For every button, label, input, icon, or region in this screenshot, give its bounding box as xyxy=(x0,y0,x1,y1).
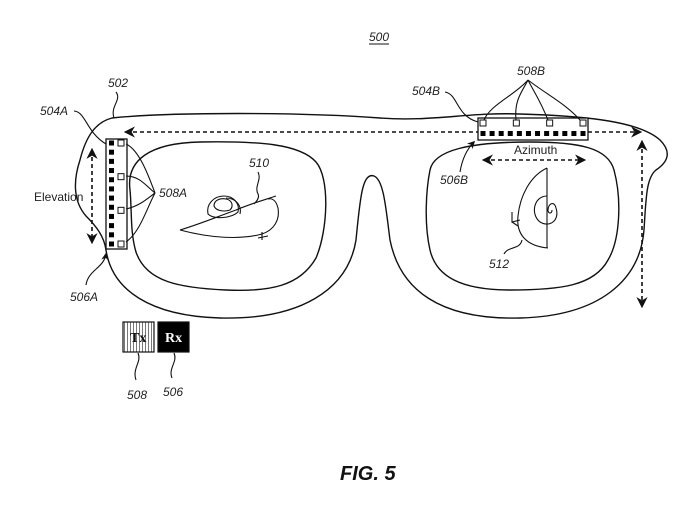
leader-506 xyxy=(170,352,176,379)
receiver-sensor xyxy=(571,131,577,136)
label-508: 508 xyxy=(127,388,147,402)
receiver-sensor xyxy=(498,131,504,136)
legend: Tx 508 Rx 506 xyxy=(122,321,190,402)
receiver-sensor xyxy=(109,195,114,201)
azimuth-label: Azimuth xyxy=(514,143,557,157)
label-508a: 508A xyxy=(159,186,187,200)
leader-510 xyxy=(253,171,260,205)
receiver-sensor xyxy=(109,232,114,238)
tx-symbol: Tx xyxy=(130,331,146,346)
receiver-sensor xyxy=(109,241,114,247)
transmitter-sensor xyxy=(117,240,125,248)
tx-swatch xyxy=(122,321,155,353)
sensor-array-left-housing xyxy=(105,138,128,250)
leader-508b-4 xyxy=(527,79,581,121)
ear-tick-mark xyxy=(511,212,521,227)
rx-swatch xyxy=(157,321,190,353)
receiver-sensor xyxy=(109,213,114,219)
transmitter-sensor xyxy=(479,119,487,127)
eye-pupil xyxy=(213,198,233,212)
receiver-sensor xyxy=(516,131,522,136)
receiver-sensor xyxy=(109,223,114,229)
leader-504b xyxy=(444,91,479,123)
receiver-sensor xyxy=(480,131,486,136)
leader-508b-1 xyxy=(483,79,529,121)
receiver-sensor xyxy=(109,149,114,155)
eye-upper-lid xyxy=(179,195,277,231)
transmitter-sensor xyxy=(117,206,125,214)
ear-outer xyxy=(517,167,549,249)
label-502: 502 xyxy=(108,76,128,90)
leader-508a-1 xyxy=(125,143,156,194)
label-504b: 504B xyxy=(412,84,440,98)
legend-tx: Tx 508 xyxy=(122,321,155,402)
figure-caption: FIG. 5 xyxy=(340,463,396,485)
leader-512 xyxy=(503,239,523,255)
rx-symbol: Rx xyxy=(165,331,182,346)
transmitter-sensor xyxy=(117,173,125,181)
ear-illustration xyxy=(511,167,558,249)
eye-tick-mark xyxy=(257,232,269,240)
leader-508a-2 xyxy=(125,175,156,194)
ear-spiral-cochlea xyxy=(533,195,558,225)
sensor-array-right xyxy=(477,117,589,141)
receiver-sensor xyxy=(109,186,114,192)
label-506: 506 xyxy=(163,385,183,399)
leader-508a-3 xyxy=(125,192,156,210)
leader-506a xyxy=(85,252,109,286)
receiver-sensor xyxy=(109,177,114,183)
receiver-sensor xyxy=(109,158,114,164)
right-lens xyxy=(425,141,620,291)
legend-rx: Rx 506 xyxy=(157,321,190,399)
eye-highlight xyxy=(225,197,241,215)
label-512: 512 xyxy=(489,257,509,271)
eye-illustration xyxy=(179,195,279,240)
glasses-frame-outline xyxy=(74,112,668,319)
elevation-label: Elevation xyxy=(34,190,83,204)
leader-508 xyxy=(134,352,140,381)
figure-number: 500 xyxy=(369,30,389,45)
left-lens xyxy=(128,141,327,292)
receiver-sensor xyxy=(109,168,114,174)
transmitter-sensor xyxy=(579,119,587,127)
receiver-sensor xyxy=(544,131,550,136)
transmitter-sensor xyxy=(512,119,520,127)
receiver-sensor xyxy=(109,140,114,146)
receiver-sensor xyxy=(580,131,586,136)
sensor-array-right-housing xyxy=(477,117,589,141)
figure-number-text: 500 xyxy=(369,30,389,44)
leader-502 xyxy=(112,91,119,119)
receiver-sensor xyxy=(507,131,513,136)
transmitter-sensor xyxy=(546,119,554,127)
receiver-sensor xyxy=(562,131,568,136)
label-508b: 508B xyxy=(517,64,545,78)
leader-506b xyxy=(459,140,476,173)
leader-508a-4 xyxy=(125,192,156,243)
transmitter-sensor xyxy=(117,139,125,147)
receiver-sensor xyxy=(525,131,531,136)
leader-508b-2 xyxy=(515,79,529,121)
sensor-array-left xyxy=(105,138,128,250)
label-506a: 506A xyxy=(70,290,98,304)
leader-508b xyxy=(483,79,581,121)
label-506b: 506B xyxy=(440,173,468,187)
receiver-sensor xyxy=(535,131,541,136)
eye-lower-lid xyxy=(179,198,279,239)
receiver-sensor xyxy=(489,131,495,136)
receiver-sensor xyxy=(109,204,114,210)
label-510: 510 xyxy=(249,156,269,170)
receiver-sensor xyxy=(553,131,559,136)
leader-508b-3 xyxy=(527,79,549,121)
leader-504a xyxy=(73,110,107,145)
leader-508a xyxy=(125,143,156,243)
label-504a: 504A xyxy=(40,104,68,118)
